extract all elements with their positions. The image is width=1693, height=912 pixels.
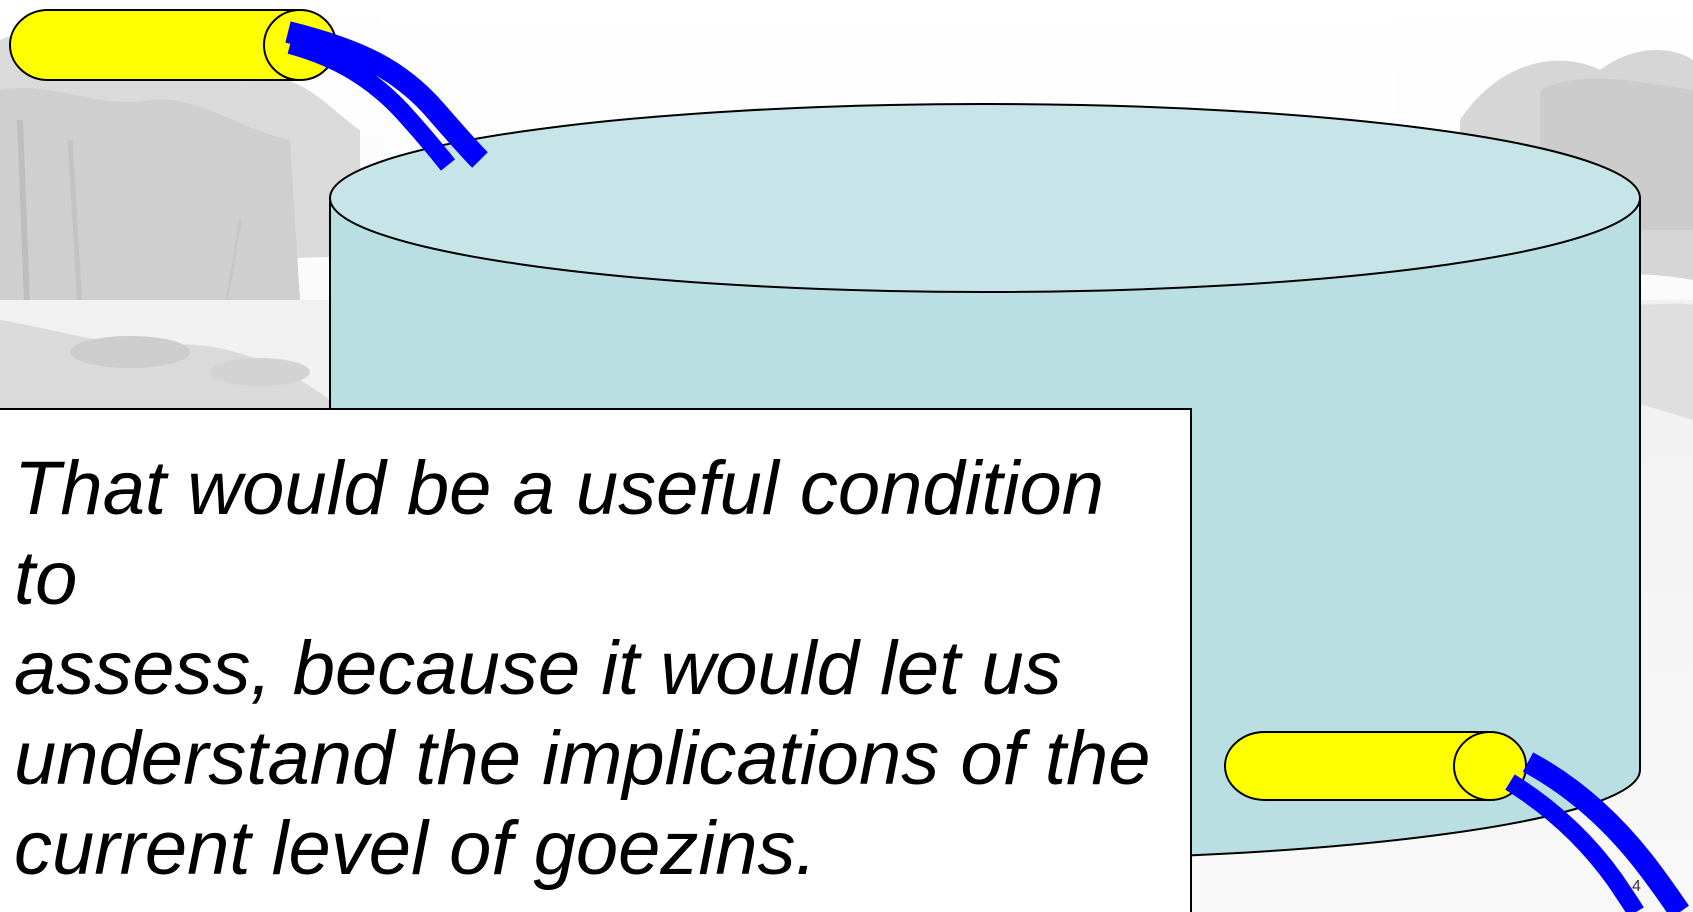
inflow-pipe-icon — [9, 9, 488, 171]
text-line-2: assess, because it would let us — [14, 626, 1062, 711]
slide-number: 4 — [1632, 878, 1641, 895]
outflow-pipe-icon — [1224, 731, 1689, 912]
narration-text-box: That would be a useful condition to asse… — [0, 408, 1192, 912]
text-line-4: current level of goezins. — [14, 806, 817, 891]
text-line-1: That would be a useful condition to — [14, 446, 1105, 621]
text-line-3: understand the implications of the — [14, 716, 1151, 801]
narration-text: That would be a useful condition to asse… — [14, 444, 1184, 894]
